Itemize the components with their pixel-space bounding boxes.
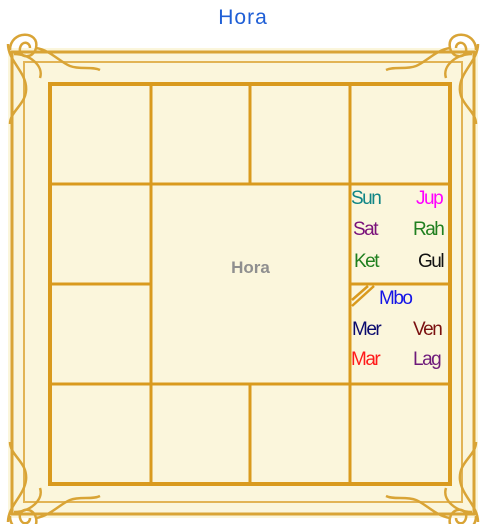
planet-label-mer: Mer (352, 320, 380, 339)
planet-label-ven: Ven (413, 320, 441, 339)
planet-label-rah: Rah (413, 220, 443, 239)
planet-label-jup: Jup (416, 189, 442, 208)
planet-label-gul: Gul (418, 252, 443, 271)
planet-label-sun: Sun (351, 189, 380, 208)
planet-label-lag: Lag (413, 350, 440, 369)
planet-label-mbo: Mbo (379, 289, 411, 308)
planet-label-sat: Sat (353, 220, 377, 239)
chart-center-label: Hora (151, 258, 350, 278)
planet-label-mar: Mar (351, 350, 379, 369)
planet-label-ket: Ket (354, 252, 378, 271)
